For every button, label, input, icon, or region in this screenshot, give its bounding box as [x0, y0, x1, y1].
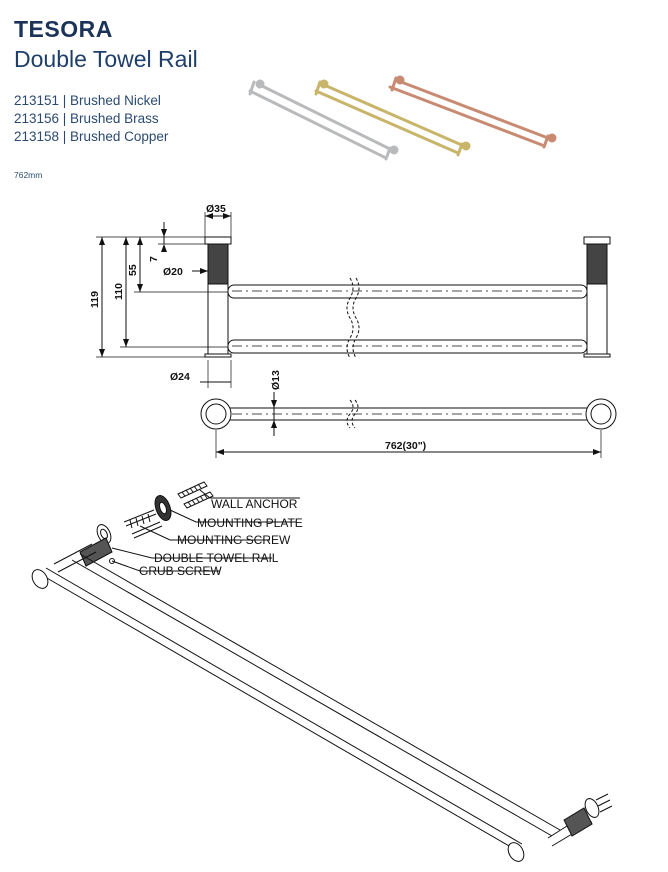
- dim-mount-diameter: Ø35: [206, 203, 226, 215]
- product-title: Double Towel Rail: [14, 46, 198, 72]
- wall-anchor-parts: [177, 481, 214, 509]
- product-photo-copper: [388, 75, 557, 149]
- dim-bar-offset: 55: [127, 264, 139, 276]
- dim-tube-diameter: Ø13: [270, 370, 282, 390]
- brand-title: TESORA: [14, 16, 113, 42]
- top-view: [200, 392, 617, 458]
- dim-centres-height: 110: [113, 283, 125, 300]
- size-note: 762mm: [14, 170, 43, 180]
- dim-base-diameter: Ø24: [170, 371, 190, 383]
- front-elevation: [96, 212, 611, 388]
- variant-list: 213151 | Brushed Nickel 213156 | Brushed…: [14, 92, 168, 146]
- mounting-plate-part: [154, 495, 172, 521]
- label-mounting-plate: MOUNTING PLATE: [197, 516, 303, 530]
- variant-nickel: 213151 | Brushed Nickel: [14, 93, 161, 108]
- label-double-towel-rail: DOUBLE TOWEL RAIL: [154, 551, 279, 565]
- dim-offset-top: 7: [148, 256, 160, 262]
- label-wall-anchor: WALL ANCHOR: [211, 497, 298, 511]
- product-photo-nickel: [248, 79, 399, 161]
- label-grub-screw: GRUB SCREW: [139, 564, 222, 578]
- dim-length: 762(30"): [385, 440, 426, 452]
- mounting-screw-parts: [123, 509, 163, 539]
- arrowheads-front: [99, 213, 231, 357]
- dim-bar-diameter: Ø20: [163, 266, 183, 278]
- variant-brass: 213156 | Brushed Brass: [14, 111, 159, 126]
- variant-copper: 213158 | Brushed Copper: [14, 129, 169, 144]
- label-mounting-screw: MOUNTING SCREW: [177, 533, 291, 547]
- arrowheads-top: [216, 400, 601, 455]
- product-photo-brass: [314, 79, 471, 157]
- dim-overall-height: 119: [89, 291, 101, 308]
- exploded-view: [31, 481, 613, 862]
